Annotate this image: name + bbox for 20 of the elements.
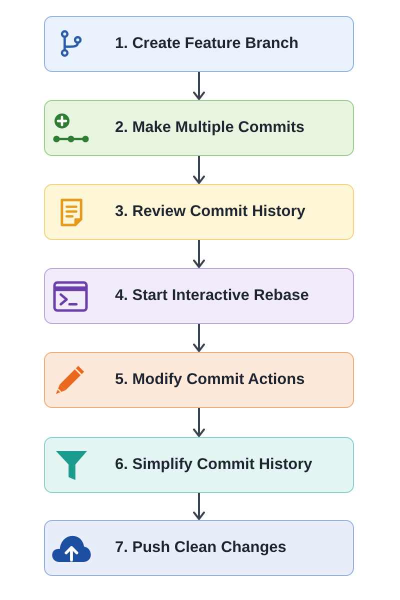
arrow <box>193 240 205 268</box>
arrow <box>193 72 205 100</box>
arrow <box>193 324 205 352</box>
step-label: 2. Make Multiple Commits <box>115 118 306 138</box>
step-label: 1. Create Feature Branch <box>115 34 300 54</box>
step-box <box>44 100 354 156</box>
step-label: 3. Review Commit History <box>115 202 306 222</box>
step-box <box>44 16 354 72</box>
arrow <box>193 156 205 184</box>
step-label: 7. Push Clean Changes <box>115 538 288 558</box>
step-box <box>44 437 354 493</box>
step-box <box>44 352 354 408</box>
arrow <box>193 408 205 437</box>
step-label: 6. Simplify Commit History <box>115 455 314 475</box>
step-box <box>44 184 354 240</box>
step-label: 4. Start Interactive Rebase <box>115 286 310 306</box>
step-box <box>44 520 354 576</box>
arrow <box>193 493 205 520</box>
step-box <box>44 268 354 324</box>
step-label: 5. Modify Commit Actions <box>115 370 306 390</box>
